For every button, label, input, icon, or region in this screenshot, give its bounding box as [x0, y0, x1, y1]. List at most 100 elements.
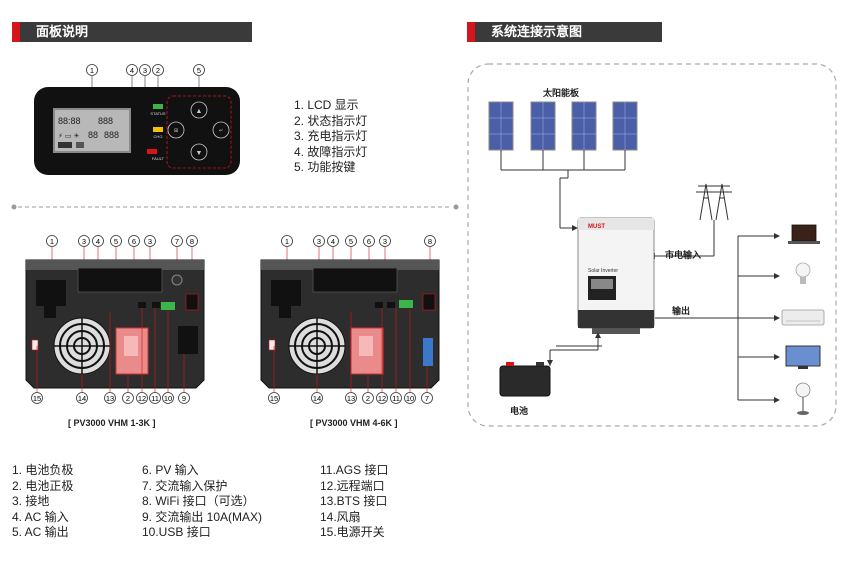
device2-bottom-view: 1 3 4 5 6 3 8 15 14 13 2 12 11 10 7 [260, 235, 440, 404]
svg-text:FAULT: FAULT [152, 156, 165, 161]
legend-item: 5. 功能按键 [294, 160, 356, 174]
grid-input-label: 市电输入 [665, 250, 702, 260]
output-label: 输出 [672, 306, 691, 316]
panel-callout: 1 [86, 64, 98, 76]
part-item: 4. AC 输入 [12, 509, 69, 524]
header-accent-bar [467, 22, 475, 42]
svg-text:88:88: 88:88 [58, 116, 81, 126]
panel-callout: 2 [152, 64, 164, 76]
part-item: 13.BTS 接口 [320, 494, 388, 508]
battery-icon [499, 362, 551, 397]
light-bulb-icon [795, 262, 811, 284]
function-button-area [166, 95, 232, 169]
device2-caption: [ PV3000 VHM 4-6K ] [310, 418, 398, 428]
svg-text:⊞: ⊞ [174, 128, 178, 134]
enter-button [212, 121, 230, 139]
svg-text:10: 10 [406, 394, 414, 403]
svg-text:6: 6 [367, 237, 371, 246]
svg-text:11: 11 [151, 394, 159, 403]
svg-text:3: 3 [317, 237, 321, 246]
status-led [153, 104, 163, 109]
svg-text:2: 2 [366, 394, 370, 403]
inverter-model: Solar Inverter [588, 268, 618, 274]
legend-item: 1. LCD 显示 [294, 98, 359, 112]
part-item: 1. 电池负极 [12, 463, 74, 477]
svg-text:4: 4 [96, 237, 100, 246]
system-diagram: MUST Solar Inverter [467, 63, 837, 427]
svg-text:13: 13 [347, 394, 355, 403]
parts-list-col3: 11.AGS 接口 12.远程端口 13.BTS 接口 14.风扇 15.电源开… [320, 463, 388, 541]
part-item: 9. 交流输出 10A(MAX) [142, 509, 263, 524]
parts-list-col1: 1. 电池负极 2. 电池正极 3. 接地 4. AC 输入 5. AC 输出 [12, 463, 73, 541]
svg-text:14: 14 [313, 394, 321, 403]
solar-panel-icon [488, 101, 514, 151]
panel-callout: 3 [139, 64, 151, 76]
down-button [190, 143, 208, 161]
svg-text:14: 14 [78, 394, 86, 403]
svg-text:5: 5 [349, 237, 353, 246]
svg-text:4: 4 [331, 237, 335, 246]
legend-item: 3. 充电指示灯 [294, 129, 368, 143]
system-section-title: 系统连接示意图 [491, 24, 583, 39]
header-accent-bar [12, 22, 20, 42]
system-frame [467, 63, 837, 427]
svg-text:888: 888 [104, 130, 119, 140]
svg-text:3: 3 [82, 237, 86, 246]
solar-panel-icon [571, 101, 597, 151]
panel-callout: 5 [193, 64, 205, 76]
part-item: 6. PV 输入 [142, 463, 199, 477]
esc-button [167, 121, 185, 139]
panel-section-header: 面板说明 [12, 22, 252, 42]
battery-label: 电池 [510, 406, 529, 416]
legend-item: 2. 状态指示灯 [294, 113, 368, 128]
part-item: 15.电源开关 [320, 525, 385, 539]
svg-text:1: 1 [90, 66, 94, 75]
charge-led [153, 127, 163, 132]
part-item: 8. WiFi 接口（可选） [142, 494, 255, 508]
svg-text:▼: ▼ [196, 150, 203, 157]
part-item: 14.风扇 [320, 509, 361, 524]
svg-text:15: 15 [270, 394, 278, 403]
device1-bottom-view: 1 3 4 5 6 3 7 8 15 14 13 2 [25, 235, 205, 404]
svg-text:888: 888 [98, 116, 113, 126]
panel-callout: 4 [126, 64, 138, 76]
part-item: 3. 接地 [12, 494, 50, 508]
svg-text:5: 5 [114, 237, 118, 246]
part-item: 2. 电池正极 [12, 478, 74, 493]
inverter-brand: MUST [588, 224, 605, 230]
svg-text:CHG: CHG [154, 134, 163, 139]
svg-text:1: 1 [285, 237, 289, 246]
solar-panel-icon [530, 101, 556, 151]
television-icon [785, 345, 821, 369]
svg-text:7: 7 [175, 237, 179, 246]
svg-text:▲: ▲ [196, 108, 203, 115]
svg-text:15: 15 [33, 394, 41, 403]
svg-text:4: 4 [130, 66, 134, 75]
svg-text:3: 3 [383, 237, 387, 246]
svg-text:2: 2 [126, 394, 130, 403]
up-button [190, 101, 208, 119]
section-divider [11, 204, 459, 210]
svg-text:11: 11 [392, 394, 400, 403]
svg-text:STATUS: STATUS [150, 111, 166, 116]
svg-text:7: 7 [425, 394, 429, 403]
svg-text:13: 13 [106, 394, 114, 403]
air-conditioner-icon [781, 309, 825, 326]
svg-text:1: 1 [50, 237, 54, 246]
front-panel-diagram: 1 4 3 2 5 88:88 888 ⚡ ▭ ☀ 88 888 STATUS … [34, 64, 240, 175]
svg-text:8: 8 [190, 237, 194, 246]
electric-fan-icon [795, 382, 811, 415]
svg-text:88: 88 [88, 130, 98, 140]
panel-legend: 1. LCD 显示 2. 状态指示灯 3. 充电指示灯 4. 故障指示灯 5. … [294, 98, 367, 176]
device1-caption: [ PV3000 VHM 1-3K ] [68, 418, 156, 428]
svg-text:2: 2 [156, 66, 160, 75]
fault-led [147, 149, 157, 154]
solar-label: 太阳能板 [543, 88, 580, 98]
part-item: 12.远程端口 [320, 478, 385, 493]
svg-text:9: 9 [182, 394, 186, 403]
part-item: 5. AC 输出 [12, 525, 69, 539]
svg-text:10: 10 [164, 394, 172, 403]
part-item: 7. 交流输入保护 [142, 478, 228, 493]
part-item: 10.USB 接口 [142, 525, 211, 539]
system-section-header: 系统连接示意图 [467, 22, 662, 42]
